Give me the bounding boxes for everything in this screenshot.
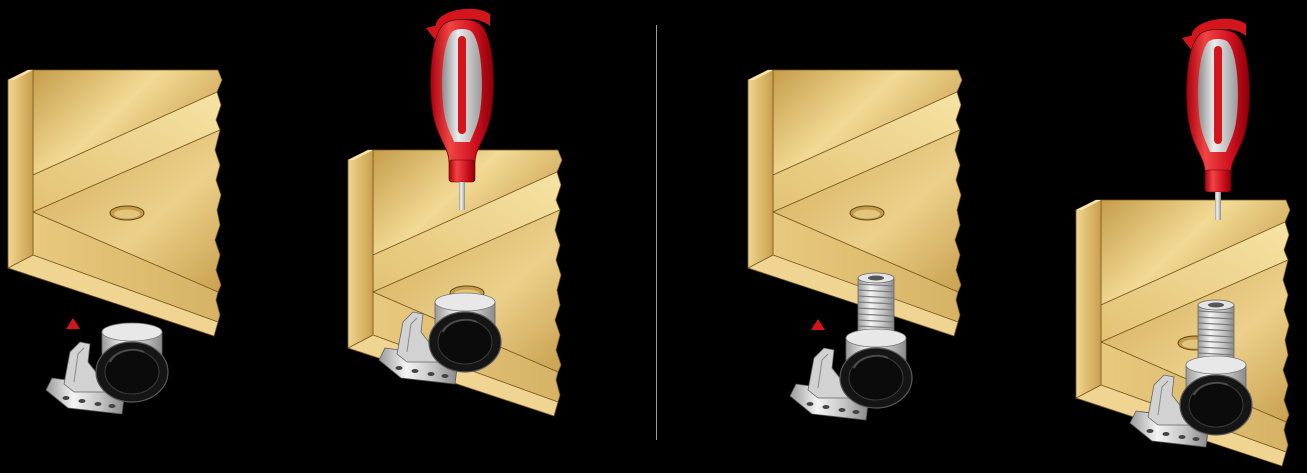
step-panel-1 [7,69,223,415]
insert-arrow-icon [66,318,80,329]
screwdriver-icon [1181,18,1250,221]
cabinet-corner [7,69,223,337]
leveling-foot [45,322,169,415]
cabinet-corner [747,69,963,337]
step-panel-3 [747,69,963,421]
threaded-leveling-foot [789,328,913,421]
step-panel-2 [347,8,563,417]
step-panel-4 [1075,18,1291,467]
insert-arrow-icon [811,319,825,330]
